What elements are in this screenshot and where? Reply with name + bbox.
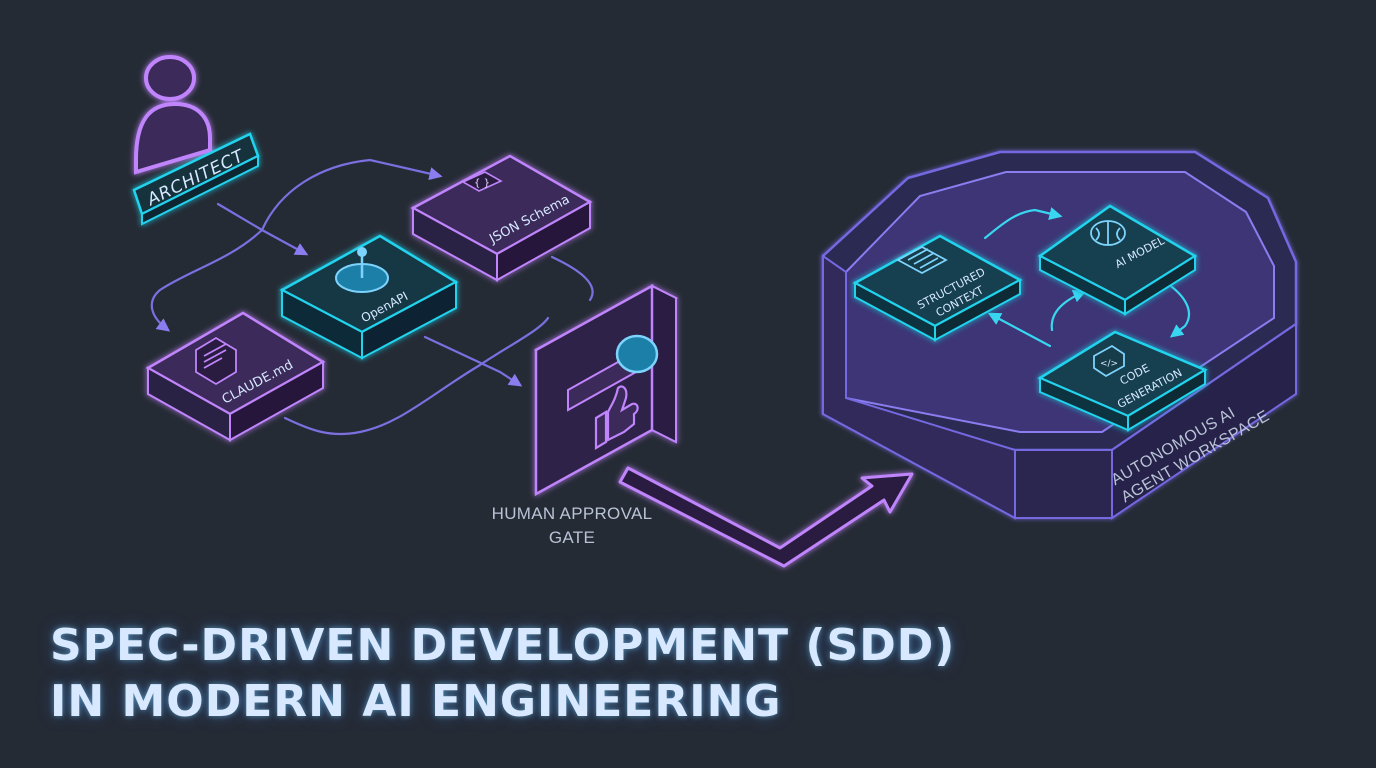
svg-text:{ }: { } bbox=[474, 178, 490, 189]
svg-text:</>: </> bbox=[1100, 359, 1118, 369]
thumbs-up-icon bbox=[594, 385, 639, 450]
human-approval-gate bbox=[533, 283, 679, 497]
person-icon bbox=[134, 55, 212, 175]
document-lines-icon bbox=[896, 245, 948, 275]
toggle-icon bbox=[567, 334, 659, 412]
code-icon: </> bbox=[1093, 344, 1125, 378]
json-braces-icon: { } bbox=[461, 171, 503, 192]
handoff-arrow bbox=[618, 466, 914, 568]
page-title-line1: SPEC-DRIVEN DEVELOPMENT (SDD) bbox=[50, 620, 956, 671]
openapi-icon bbox=[335, 247, 389, 293]
node-ai-model: AI MODEL bbox=[1037, 204, 1198, 316]
page-title-line2: IN MODERN AI ENGINEERING bbox=[50, 676, 782, 727]
gate-caption: HUMAN APPROVAL GATE bbox=[462, 502, 682, 550]
node-structured-context: STRUCTURED CONTEXT bbox=[852, 234, 1023, 342]
workspace-flow bbox=[983, 207, 1191, 348]
page-title: SPEC-DRIVEN DEVELOPMENT (SDD) IN MODERN … bbox=[50, 618, 1050, 730]
node-code-generation: </> CODE GENERATION bbox=[1037, 330, 1208, 432]
brain-icon bbox=[1090, 220, 1126, 246]
document-icon bbox=[195, 336, 237, 386]
gate-caption-line1: HUMAN APPROVAL bbox=[491, 504, 653, 523]
flow-lines bbox=[150, 158, 594, 436]
spec-block-claude-md: CLAUDE.md bbox=[145, 311, 326, 442]
gate-caption-line2: GATE bbox=[548, 528, 596, 547]
architect-figure: ARCHITECT bbox=[132, 55, 260, 226]
spec-block-json-schema: { } JSON Schema bbox=[410, 154, 593, 282]
agent-workspace-platform bbox=[821, 150, 1298, 520]
spec-block-openapi: OpenAPI bbox=[279, 234, 459, 360]
